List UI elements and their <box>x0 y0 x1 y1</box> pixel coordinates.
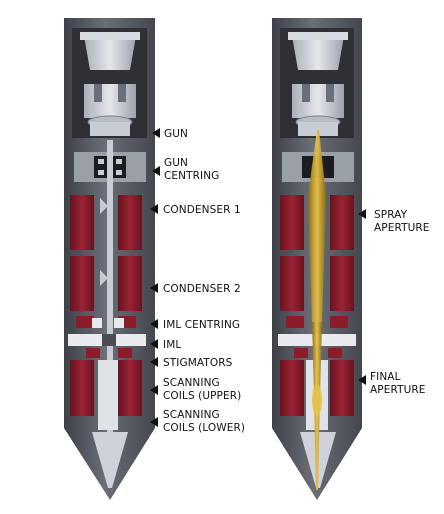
right-condenser2-left <box>280 256 304 311</box>
left-iml-centring-wl <box>92 318 102 328</box>
label-iml: IML <box>163 339 181 351</box>
left-gun-cap-top <box>80 32 140 40</box>
beam-final-focus <box>312 384 322 416</box>
right-gun-body <box>292 84 344 118</box>
left-nose-inner <box>92 432 128 488</box>
left-scan-liner <box>98 360 118 430</box>
pointer-scan-upper <box>150 385 158 395</box>
right-stigmator-r <box>328 348 342 358</box>
left-iml-gap <box>102 334 116 346</box>
right-gun-notch-2 <box>326 84 334 102</box>
label-gun: GUN <box>164 128 188 140</box>
right-condenser1-left <box>280 195 304 250</box>
left-scan-coil-l <box>70 360 94 416</box>
left-gun-centring-pin4 <box>116 170 122 175</box>
label-line: FINAL <box>370 371 401 383</box>
pointer-gun-centring <box>152 166 160 176</box>
label-line: GUN <box>164 157 188 169</box>
left-iml-centring-l <box>76 316 94 328</box>
left-column <box>64 18 155 500</box>
right-iml-centring-l <box>286 316 304 328</box>
pointer-stigmators <box>150 357 158 367</box>
left-scan-coil-r <box>118 360 142 416</box>
right-gun-notch-1 <box>302 84 310 102</box>
beam-upper <box>308 130 326 322</box>
right-gun-cap <box>292 36 344 70</box>
label-condenser-1: CONDENSER 1 <box>163 204 241 216</box>
label-line: COILS (LOWER) <box>163 422 245 434</box>
left-condenser1-left <box>70 195 94 250</box>
right-condenser2-right <box>330 256 354 311</box>
label-line: CONDENSER 2 <box>163 283 241 295</box>
pointer-condenser-1 <box>150 204 158 214</box>
label-line: SPRAY <box>374 209 408 221</box>
left-stigmator-r <box>118 348 132 358</box>
pointer-gun <box>152 128 160 138</box>
label-stigmators: STIGMATORS <box>163 357 233 369</box>
pointer-spray-aperture <box>358 209 366 219</box>
right-column <box>272 18 362 500</box>
right-gun-cap-top <box>288 32 348 40</box>
left-gun-ring-body <box>90 122 130 136</box>
left-gun-centring-pin1 <box>98 159 104 164</box>
label-line: APERTURE <box>370 384 426 396</box>
left-condenser1-right <box>118 195 142 250</box>
label-line: CONDENSER 1 <box>163 204 241 216</box>
right-condenser1-right <box>330 195 354 250</box>
left-condenser2-left <box>70 256 94 311</box>
pointer-final-aperture <box>358 375 366 385</box>
left-gun-cap <box>84 36 136 70</box>
label-iml-centring: IML CENTRING <box>163 319 240 331</box>
right-scan-coil-r <box>330 360 354 416</box>
left-bore <box>107 140 113 465</box>
left-gun-body <box>84 84 136 118</box>
pointer-scan-lower <box>150 417 158 427</box>
left-stigmator-l <box>86 348 100 358</box>
label-line: STIGMATORS <box>163 357 233 369</box>
left-iml-centring-wr <box>114 318 124 328</box>
pointer-iml-centring <box>150 319 158 329</box>
label-condenser-2: CONDENSER 2 <box>163 283 241 295</box>
right-scan-coil-l <box>280 360 304 416</box>
left-condenser2-pole <box>100 270 108 286</box>
right-stigmator-l <box>294 348 308 358</box>
left-condenser1-pole <box>100 198 108 214</box>
label-line: SCANNING <box>163 409 220 421</box>
left-gun-notch-1 <box>94 84 102 102</box>
left-gun-centring-pin2 <box>116 159 122 164</box>
label-line: COILS (UPPER) <box>163 390 241 402</box>
left-condenser2-right <box>118 256 142 311</box>
left-gun-centring-pin3 <box>98 170 104 175</box>
label-line: IML <box>163 339 181 351</box>
pointer-markers <box>150 128 366 427</box>
label-line: CENTRING <box>164 170 219 182</box>
label-line: SCANNING <box>163 377 220 389</box>
pointer-iml <box>150 339 158 349</box>
pointer-condenser-2 <box>150 283 158 293</box>
label-line: IML CENTRING <box>163 319 240 331</box>
label-line: APERTURE <box>374 222 430 234</box>
right-gun-ring-body <box>298 122 338 136</box>
right-iml-centring-r <box>330 316 348 328</box>
left-gun-notch-2 <box>118 84 126 102</box>
label-line: GUN <box>164 128 188 140</box>
